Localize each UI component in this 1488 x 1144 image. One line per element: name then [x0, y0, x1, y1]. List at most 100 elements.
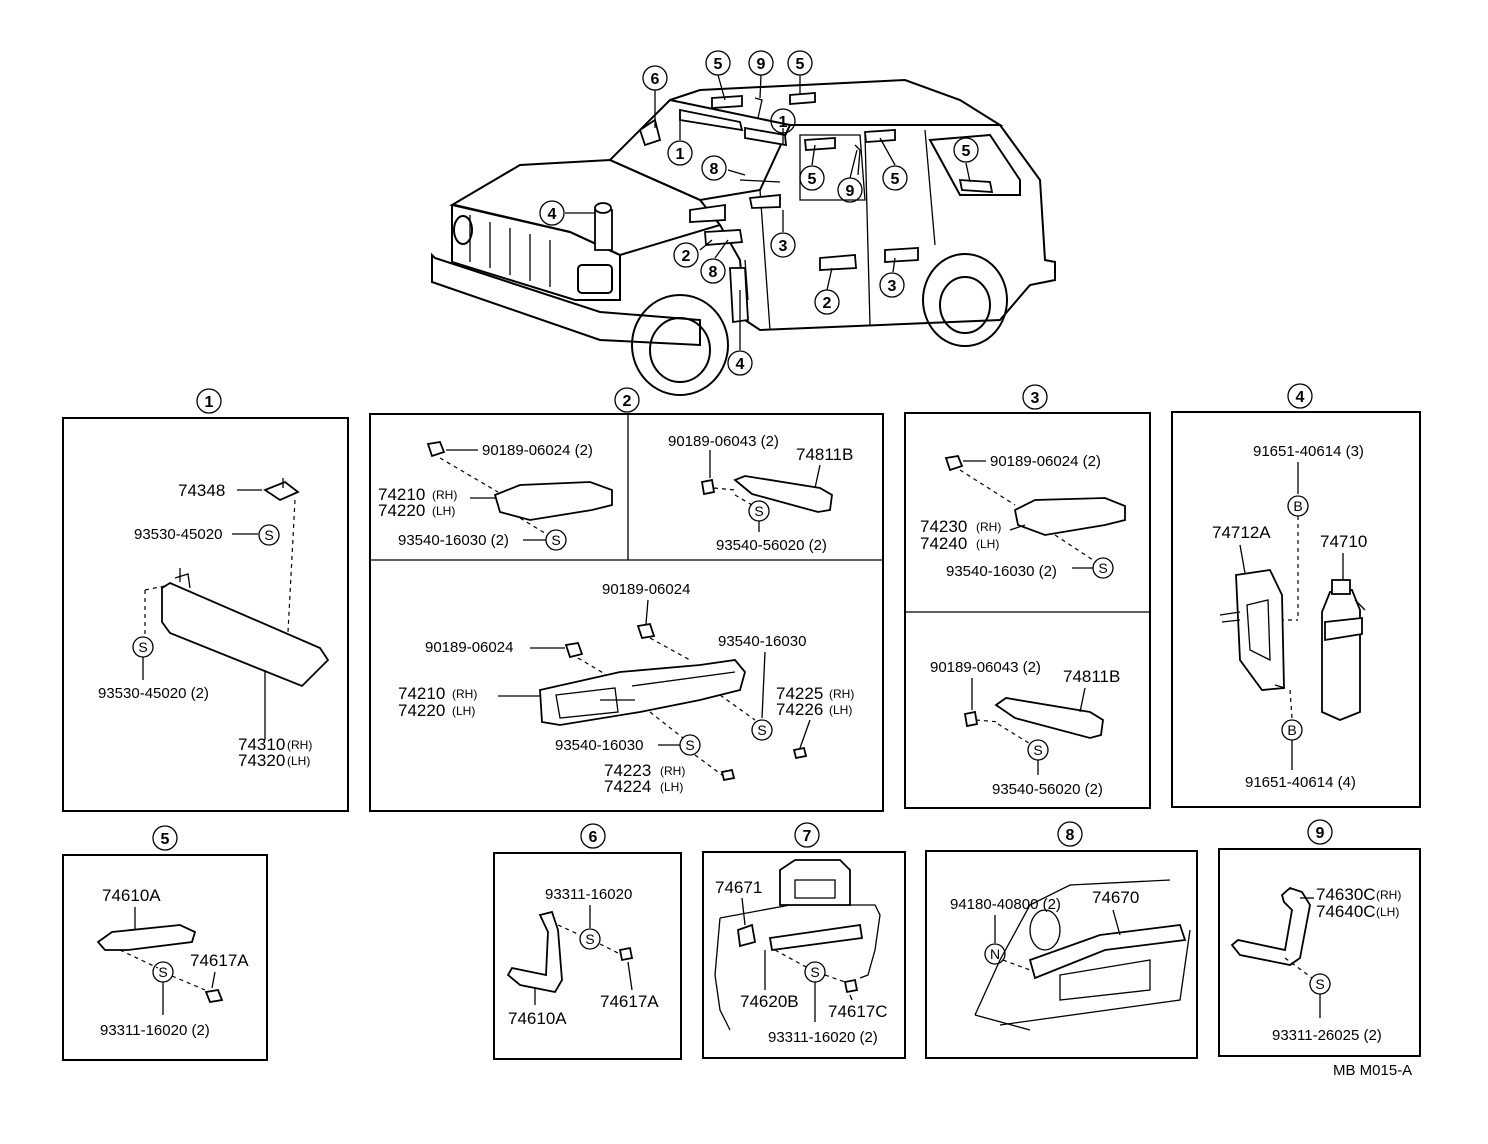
panel-8-callout: 8	[1057, 821, 1083, 847]
label-74712a: 74712A	[1212, 523, 1271, 542]
vehicle-callout-3a: 3	[770, 232, 796, 258]
label-74671: 74671	[715, 878, 762, 897]
label-74210b: 74210	[398, 684, 445, 703]
vehicle-callout-8b: 8	[700, 258, 726, 284]
vehicle-callout-5d: 5	[882, 165, 908, 191]
svg-text:5: 5	[962, 143, 971, 160]
panel-5-callout: 5	[152, 825, 178, 851]
label-74811b: 74811B	[796, 445, 853, 464]
glove-grip-74670	[1028, 924, 1187, 980]
panel-9-frame	[1218, 848, 1421, 1057]
label-p3-93540-56020-2: 93540-56020 (2)	[992, 781, 1103, 798]
assist-grip-p3-74811b	[994, 697, 1104, 739]
svg-text:5: 5	[808, 171, 817, 188]
svg-text:(RH): (RH)	[452, 687, 477, 701]
svg-text:3: 3	[888, 278, 897, 295]
panel-6: 6 93311-16020 S 74617A 74610A	[493, 823, 682, 1060]
svg-text:(LH): (LH)	[287, 754, 310, 768]
svg-text:4: 4	[736, 356, 745, 373]
label-p5-93311-16020-2: 93311-16020 (2)	[100, 1022, 210, 1039]
assist-grip-p6-74610a	[506, 910, 563, 994]
label-74230: 74230	[920, 517, 967, 536]
panel-1: 1 74348 S 93530-45020 S 93530-45020 (2) …	[62, 388, 349, 812]
svg-text:S: S	[685, 737, 694, 753]
svg-text:8: 8	[709, 264, 718, 281]
svg-text:1: 1	[779, 114, 788, 131]
label-74710: 74710	[1320, 532, 1367, 551]
label-74210: 74210	[378, 485, 425, 504]
label-93540-16030-2: 93540-16030 (2)	[398, 532, 509, 549]
label-p3-74811b: 74811B	[1063, 667, 1120, 686]
svg-text:(LH): (LH)	[829, 703, 852, 717]
label-74640c: 74640C	[1316, 902, 1376, 921]
label-p7-93311-16020-2: 93311-16020 (2)	[768, 1029, 878, 1046]
vehicle-callout-3b: 3	[879, 272, 905, 298]
label-p5-74617a: 74617A	[190, 951, 249, 970]
svg-text:1: 1	[676, 146, 685, 163]
bracket-74348	[263, 480, 300, 502]
svg-text:(LH): (LH)	[432, 504, 455, 518]
panel-4-callout: 4	[1287, 383, 1313, 409]
svg-text:S: S	[1033, 742, 1042, 758]
assist-grip-74230	[1013, 497, 1126, 536]
svg-text:5: 5	[891, 171, 900, 188]
label-74320: 74320	[238, 751, 285, 770]
svg-text:4: 4	[548, 206, 557, 223]
label-p3-90189-06024-2: 90189-06024 (2)	[990, 453, 1101, 470]
console-grip-74210	[539, 659, 746, 726]
svg-text:B: B	[1293, 498, 1302, 514]
svg-text:S: S	[158, 964, 167, 980]
label-p9-93311-26025-2: 93311-26025 (2)	[1272, 1027, 1382, 1044]
svg-text:2: 2	[623, 393, 632, 410]
label-p6-74617a: 74617A	[600, 992, 659, 1011]
label-74348: 74348	[178, 481, 225, 500]
vehicle-callout-9b: 9	[837, 177, 863, 203]
label-p6-74610a: 74610A	[508, 1009, 567, 1028]
label-91651-40614-3: 91651-40614 (3)	[1253, 443, 1364, 460]
panel-7: 7 74671 S 74620B 74617C 93311-16020 (2)	[702, 822, 906, 1059]
svg-text:S: S	[585, 931, 594, 947]
panel-2-frame	[369, 413, 884, 812]
label-90189-06024-upper: 90189-06024	[602, 581, 690, 598]
label-94180-40800-2: 94180-40800 (2)	[950, 896, 1061, 913]
svg-text:7: 7	[803, 828, 812, 845]
label-74223: 74223	[604, 761, 651, 780]
svg-text:S: S	[138, 639, 147, 655]
label-74630c: 74630C	[1316, 885, 1376, 904]
label-p5-74610a: 74610A	[102, 886, 161, 905]
vehicle-callout-5e: 5	[953, 137, 979, 163]
svg-text:S: S	[810, 964, 819, 980]
label-74220: 74220	[378, 501, 425, 520]
label-74617c: 74617C	[828, 1002, 888, 1021]
label-90189-06024-lower: 90189-06024	[425, 639, 513, 656]
vehicle-callout-5c: 5	[799, 165, 825, 191]
panel-9: 9 74630C (RH) 74640C (LH) S 93311-26025 …	[1218, 819, 1421, 1057]
svg-text:5: 5	[796, 56, 805, 73]
grip-74620b	[768, 923, 864, 952]
svg-text:S: S	[754, 503, 763, 519]
label-74226: 74226	[776, 700, 823, 719]
svg-text:3: 3	[779, 238, 788, 255]
cover-74671	[737, 923, 757, 948]
panel-2: 2 90189-06024 (2) 74210 (RH) 74220 (LH) …	[369, 387, 884, 812]
panel-4-frame	[1171, 411, 1421, 808]
label-p3-90189-06043-2: 90189-06043 (2)	[930, 659, 1041, 676]
vehicle-callout-4a: 4	[539, 200, 565, 226]
svg-text:8: 8	[710, 161, 719, 178]
grip-74630c	[1230, 886, 1311, 966]
svg-text:4: 4	[1296, 389, 1305, 406]
svg-text:2: 2	[823, 295, 832, 312]
vehicle-callout-1a: 1	[667, 140, 693, 166]
label-91651-40614-4: 91651-40614 (4)	[1245, 774, 1356, 791]
svg-text:9: 9	[846, 183, 855, 200]
svg-text:5: 5	[714, 56, 723, 73]
assist-grip-74610a	[96, 924, 197, 951]
label-p3-93540-16030-2: 93540-16030 (2)	[946, 563, 1057, 580]
label-93540-16030-lower: 93540-16030	[555, 737, 643, 754]
label-93540-56020-2: 93540-56020 (2)	[716, 537, 827, 554]
fire-extinguisher	[1321, 589, 1361, 721]
assist-grip-74811b	[733, 475, 833, 513]
svg-text:6: 6	[651, 71, 660, 88]
vehicle-callout-4b: 4	[727, 350, 753, 376]
svg-text:9: 9	[757, 56, 766, 73]
